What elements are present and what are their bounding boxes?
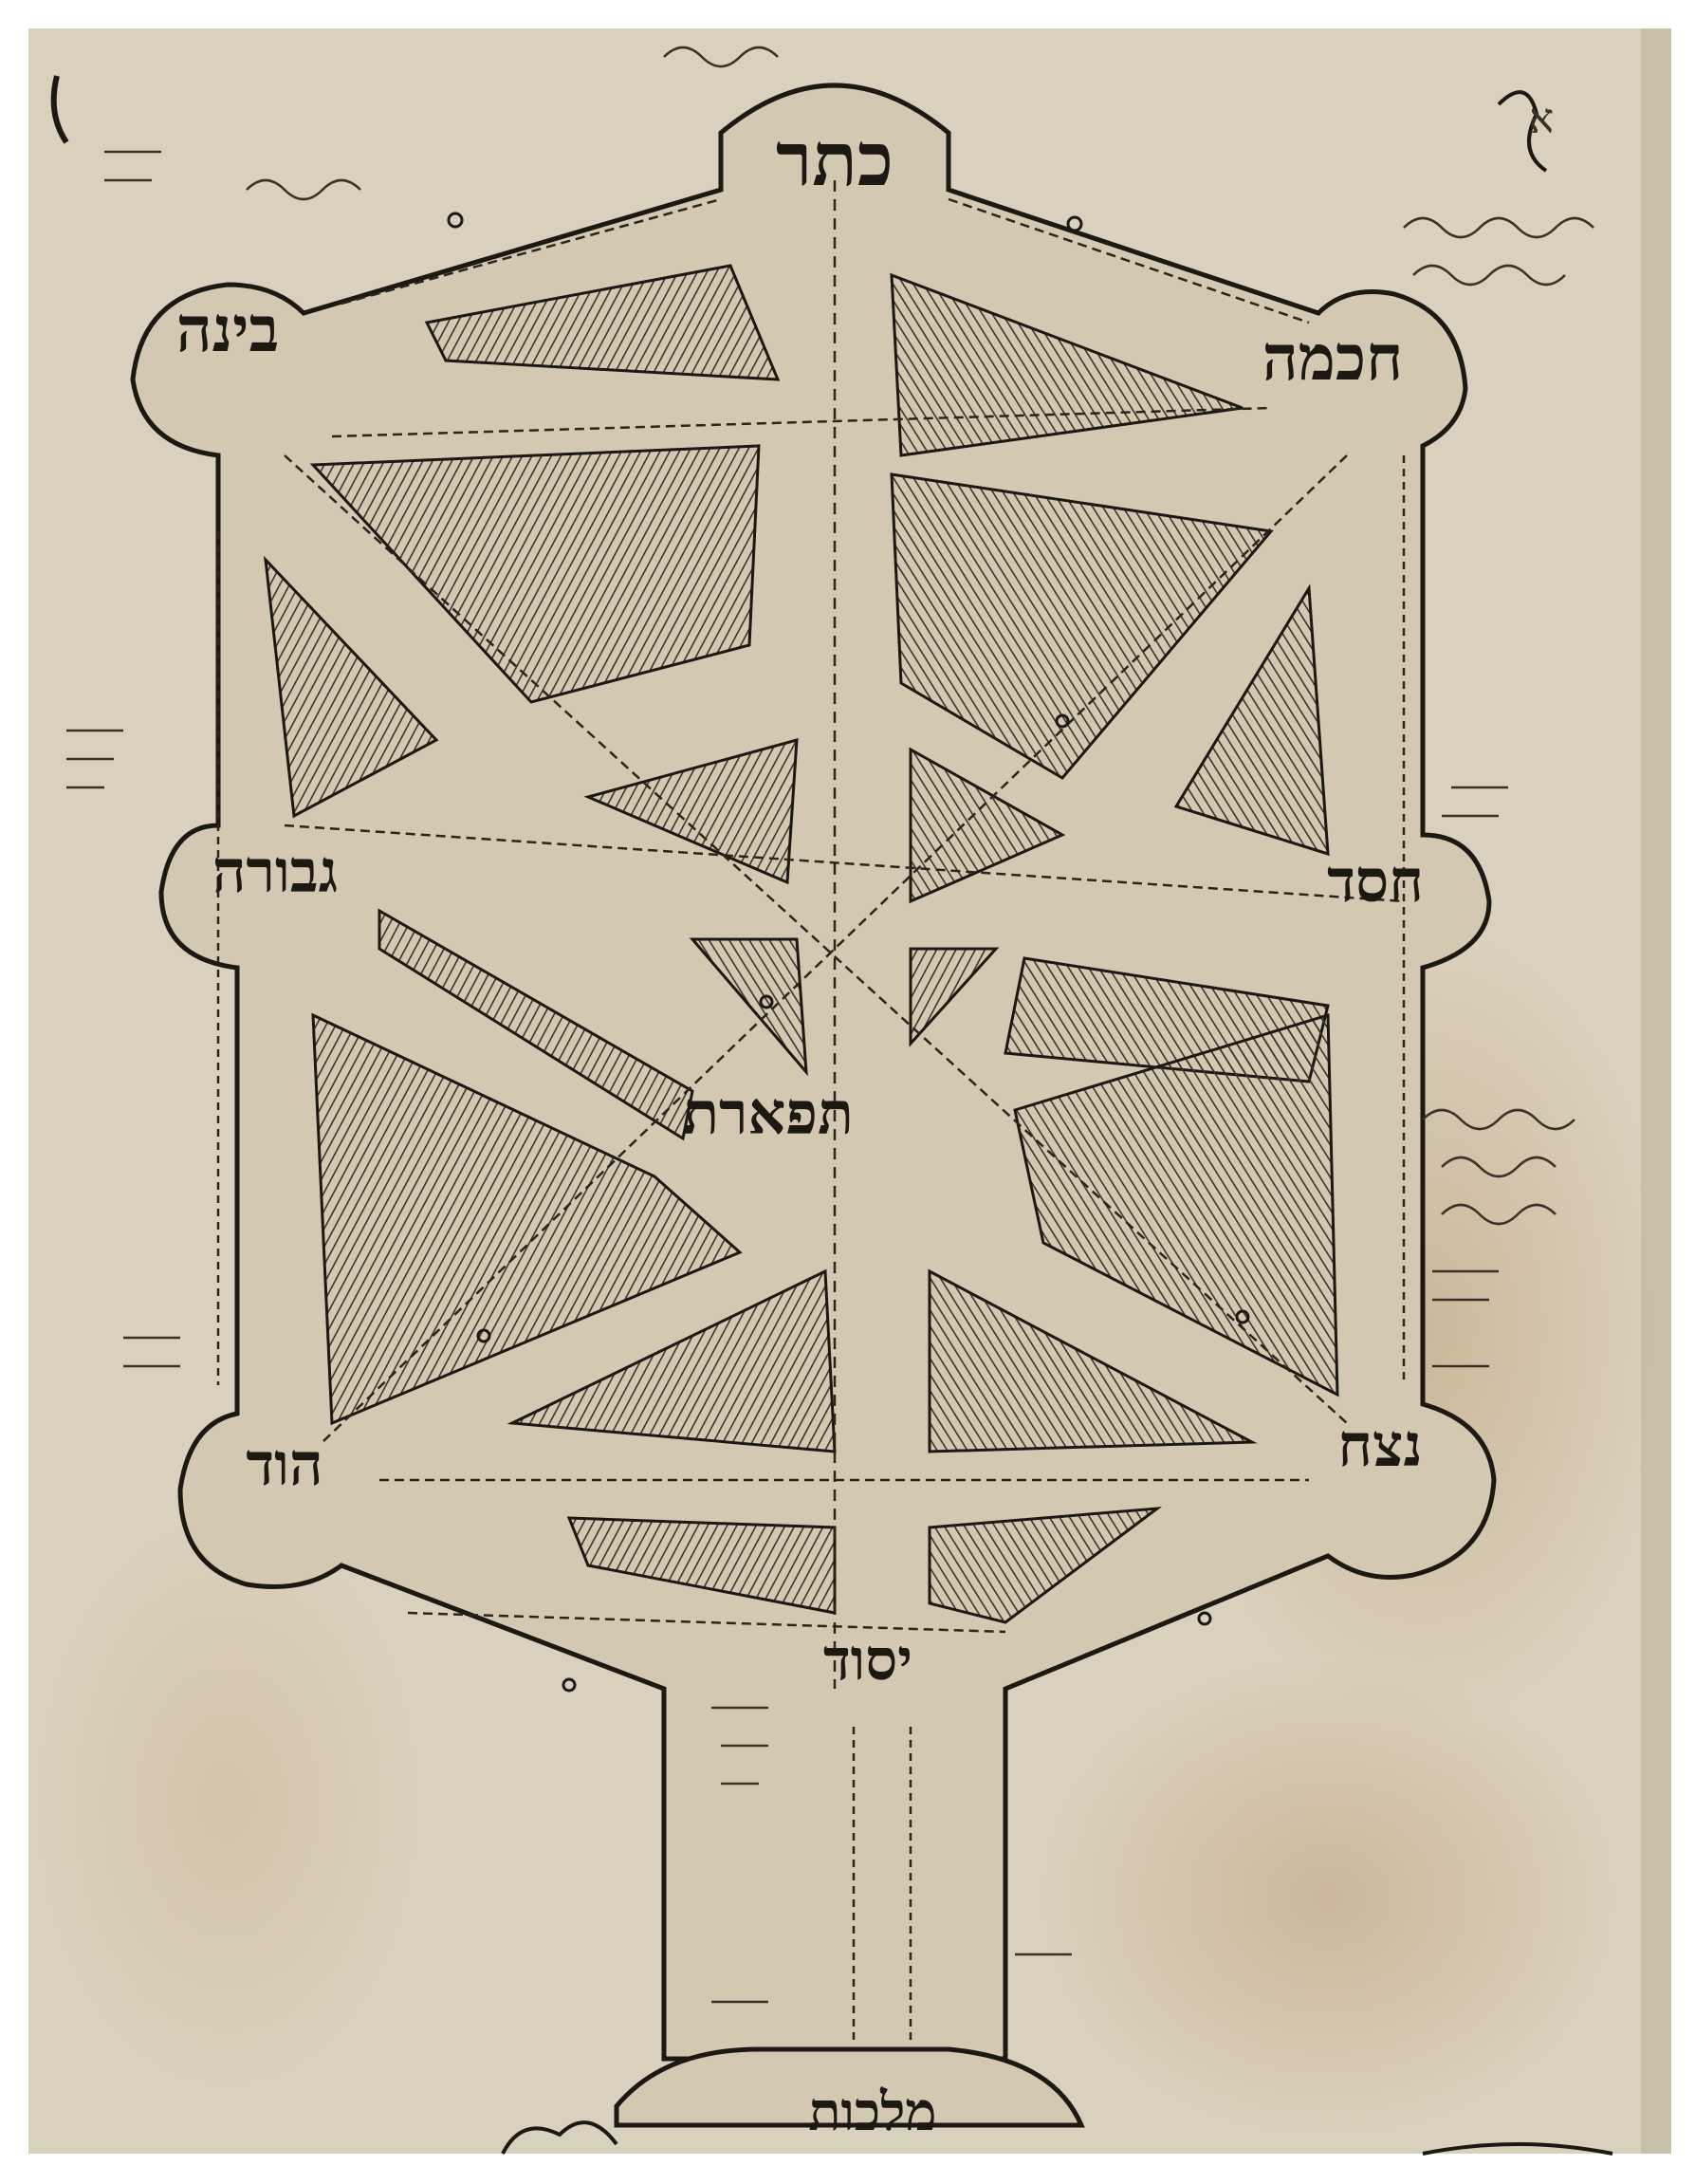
sefirah-chesed: חסד [1327, 846, 1424, 916]
sefirah-hod: הוד [246, 1430, 322, 1499]
sefirah-tiferet: תפארת [683, 1079, 854, 1148]
path-inscriptions [216, 180, 1406, 2040]
sefirah-yesod: יסוד [823, 1627, 912, 1694]
sefirah-netzach: נצח [1337, 1411, 1422, 1480]
sefirah-chokhmah: חכמה [1262, 321, 1403, 395]
sefirah-keter: כתר [776, 117, 894, 203]
sefirah-malkhut: מלכות [808, 2081, 936, 2143]
sefirah-gevurah: גבורה [212, 837, 338, 906]
sefirah-binah: בינה [176, 292, 280, 366]
hatched-panels [264, 264, 1339, 1624]
folio-mark: ﬡ [1529, 95, 1554, 143]
marginal-notes [66, 46, 1594, 2004]
tree-trunk-base [614, 2046, 1085, 2128]
